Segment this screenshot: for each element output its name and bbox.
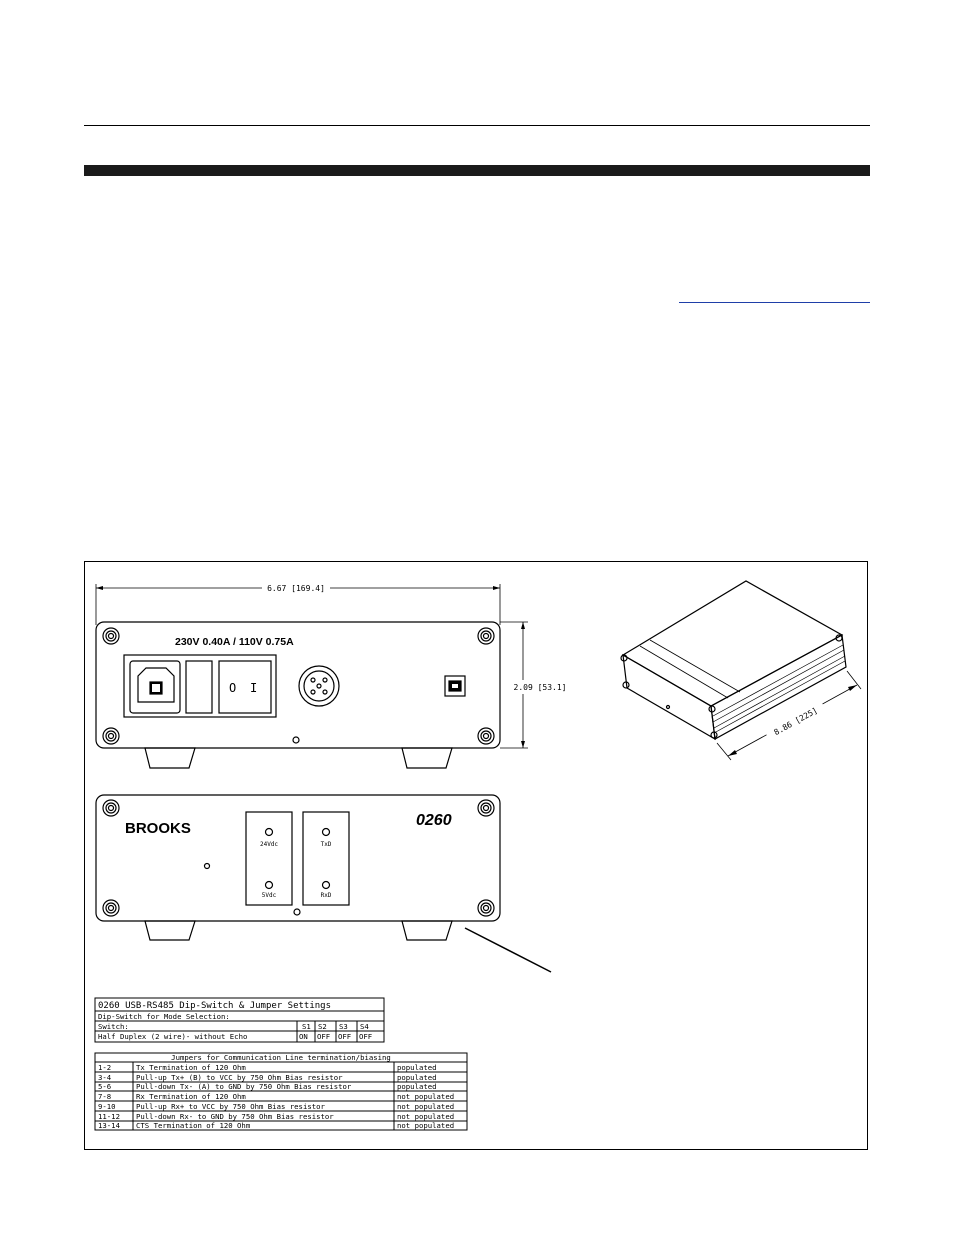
dip-row-cell: OFF xyxy=(317,1032,330,1041)
rear-foot xyxy=(144,920,196,941)
jumper-cell: 1-2 xyxy=(98,1063,111,1072)
front-foot xyxy=(144,747,196,769)
front-foot xyxy=(401,747,453,769)
front-panel-view: 6.67 [169.4] 2.09 [53.1] 230V 0.40A / 11… xyxy=(95,580,570,769)
led-24v-label: 24Vdc xyxy=(260,841,278,848)
dip-row-cell: OFF xyxy=(338,1032,351,1041)
jumper-table-title: Jumpers for Communication Line terminati… xyxy=(171,1053,391,1062)
jumper-cell: Rx Termination of 120 Ohm xyxy=(136,1092,246,1101)
rear-hole xyxy=(203,862,211,870)
usb-port-icon xyxy=(444,675,466,697)
jumper-cell: Tx Termination of 120 Ohm xyxy=(136,1063,246,1072)
jumper-cell: Pull-down Tx- (A) to GND by 750 Ohm Bias… xyxy=(136,1082,352,1091)
jumper-cell: 9-10 xyxy=(98,1102,116,1111)
isometric-view: 8.86 [225] xyxy=(620,580,862,761)
dip-header-cell: S4 xyxy=(360,1022,369,1031)
jumper-cell: Pull-up Tx+ (B) to VCC by 750 Ohm Bias r… xyxy=(136,1073,343,1082)
power-switch-off-glyph: O xyxy=(229,681,236,695)
jumper-cell: populated xyxy=(397,1063,437,1072)
rear-panel-view: BROOKS 0260 24Vdc 5Vdc TxD RxD xyxy=(95,794,552,973)
dip-switch-table: 0260 USB-RS485 Dip-Switch & Jumper Setti… xyxy=(94,997,385,1043)
rear-screw xyxy=(102,799,495,917)
jumper-cell: not populated xyxy=(397,1112,454,1121)
jumper-cell: not populated xyxy=(397,1092,454,1101)
data-led-window: TxD RxD xyxy=(302,811,350,906)
dip-row-cell: OFF xyxy=(359,1032,372,1041)
led-rxd-label: RxD xyxy=(321,892,332,899)
jumper-cell: populated xyxy=(397,1082,437,1091)
led-5v-label: 5Vdc xyxy=(262,892,277,899)
front-screw xyxy=(102,627,495,745)
power-entry-module: O I xyxy=(123,654,277,718)
rear-led-hole xyxy=(293,908,301,916)
jumper-cell: not populated xyxy=(397,1121,454,1130)
front-height-dimension: 2.09 [53.1] xyxy=(514,683,567,692)
dip-header-cell: S3 xyxy=(339,1022,348,1031)
jumper-cell: CTS Termination of 120 Ohm xyxy=(136,1121,251,1130)
power-led-window: 24Vdc 5Vdc xyxy=(245,811,293,906)
jumper-cell: Pull-up Rx+ to VCC by 750 Ohm Bias resis… xyxy=(136,1102,326,1111)
jumper-cell: 5-6 xyxy=(98,1082,111,1091)
jumper-cell: 13-14 xyxy=(98,1121,121,1130)
dip-row-cell: Half Duplex (2 wire)- without Echo xyxy=(98,1032,247,1041)
dip-header-cell: Switch: xyxy=(98,1022,129,1031)
power-switch-on-glyph: I xyxy=(250,681,257,695)
hyperlink-underline[interactable] xyxy=(679,302,870,303)
led-txd-label: TxD xyxy=(321,841,332,848)
jumper-cell: 11-12 xyxy=(98,1112,120,1121)
model-logo: 0260 xyxy=(416,812,452,829)
jumper-table: Jumpers for Communication Line terminati… xyxy=(94,1052,468,1131)
section-bar xyxy=(84,165,870,176)
leader-line xyxy=(464,927,552,973)
din-connector-icon xyxy=(298,665,340,707)
iso-length-dimension: 8.86 [225] xyxy=(773,706,819,737)
front-led-hole xyxy=(292,736,300,744)
rear-foot xyxy=(401,920,453,941)
jumper-cell: 7-8 xyxy=(98,1092,111,1101)
figure-frame xyxy=(84,561,868,1150)
brand-logo: BROOKS xyxy=(125,820,191,837)
header-rule xyxy=(84,125,870,126)
dip-row-cell: ON xyxy=(299,1032,308,1041)
front-width-dimension: 6.67 [169.4] xyxy=(267,584,325,593)
dip-table-subtitle: Dip-Switch for Mode Selection: xyxy=(98,1012,230,1021)
dip-header-cell: S2 xyxy=(318,1022,327,1031)
dip-header-cell: S1 xyxy=(302,1022,311,1031)
jumper-cell: populated xyxy=(397,1073,437,1082)
jumper-cell: not populated xyxy=(397,1102,454,1111)
dip-table-title: 0260 USB-RS485 Dip-Switch & Jumper Setti… xyxy=(98,1001,331,1011)
jumper-cell: Pull-down Rx- to GND by 750 Ohm Bias res… xyxy=(136,1112,334,1121)
jumper-cell: 3-4 xyxy=(98,1073,112,1082)
power-rating-label: 230V 0.40A / 110V 0.75A xyxy=(175,636,294,648)
